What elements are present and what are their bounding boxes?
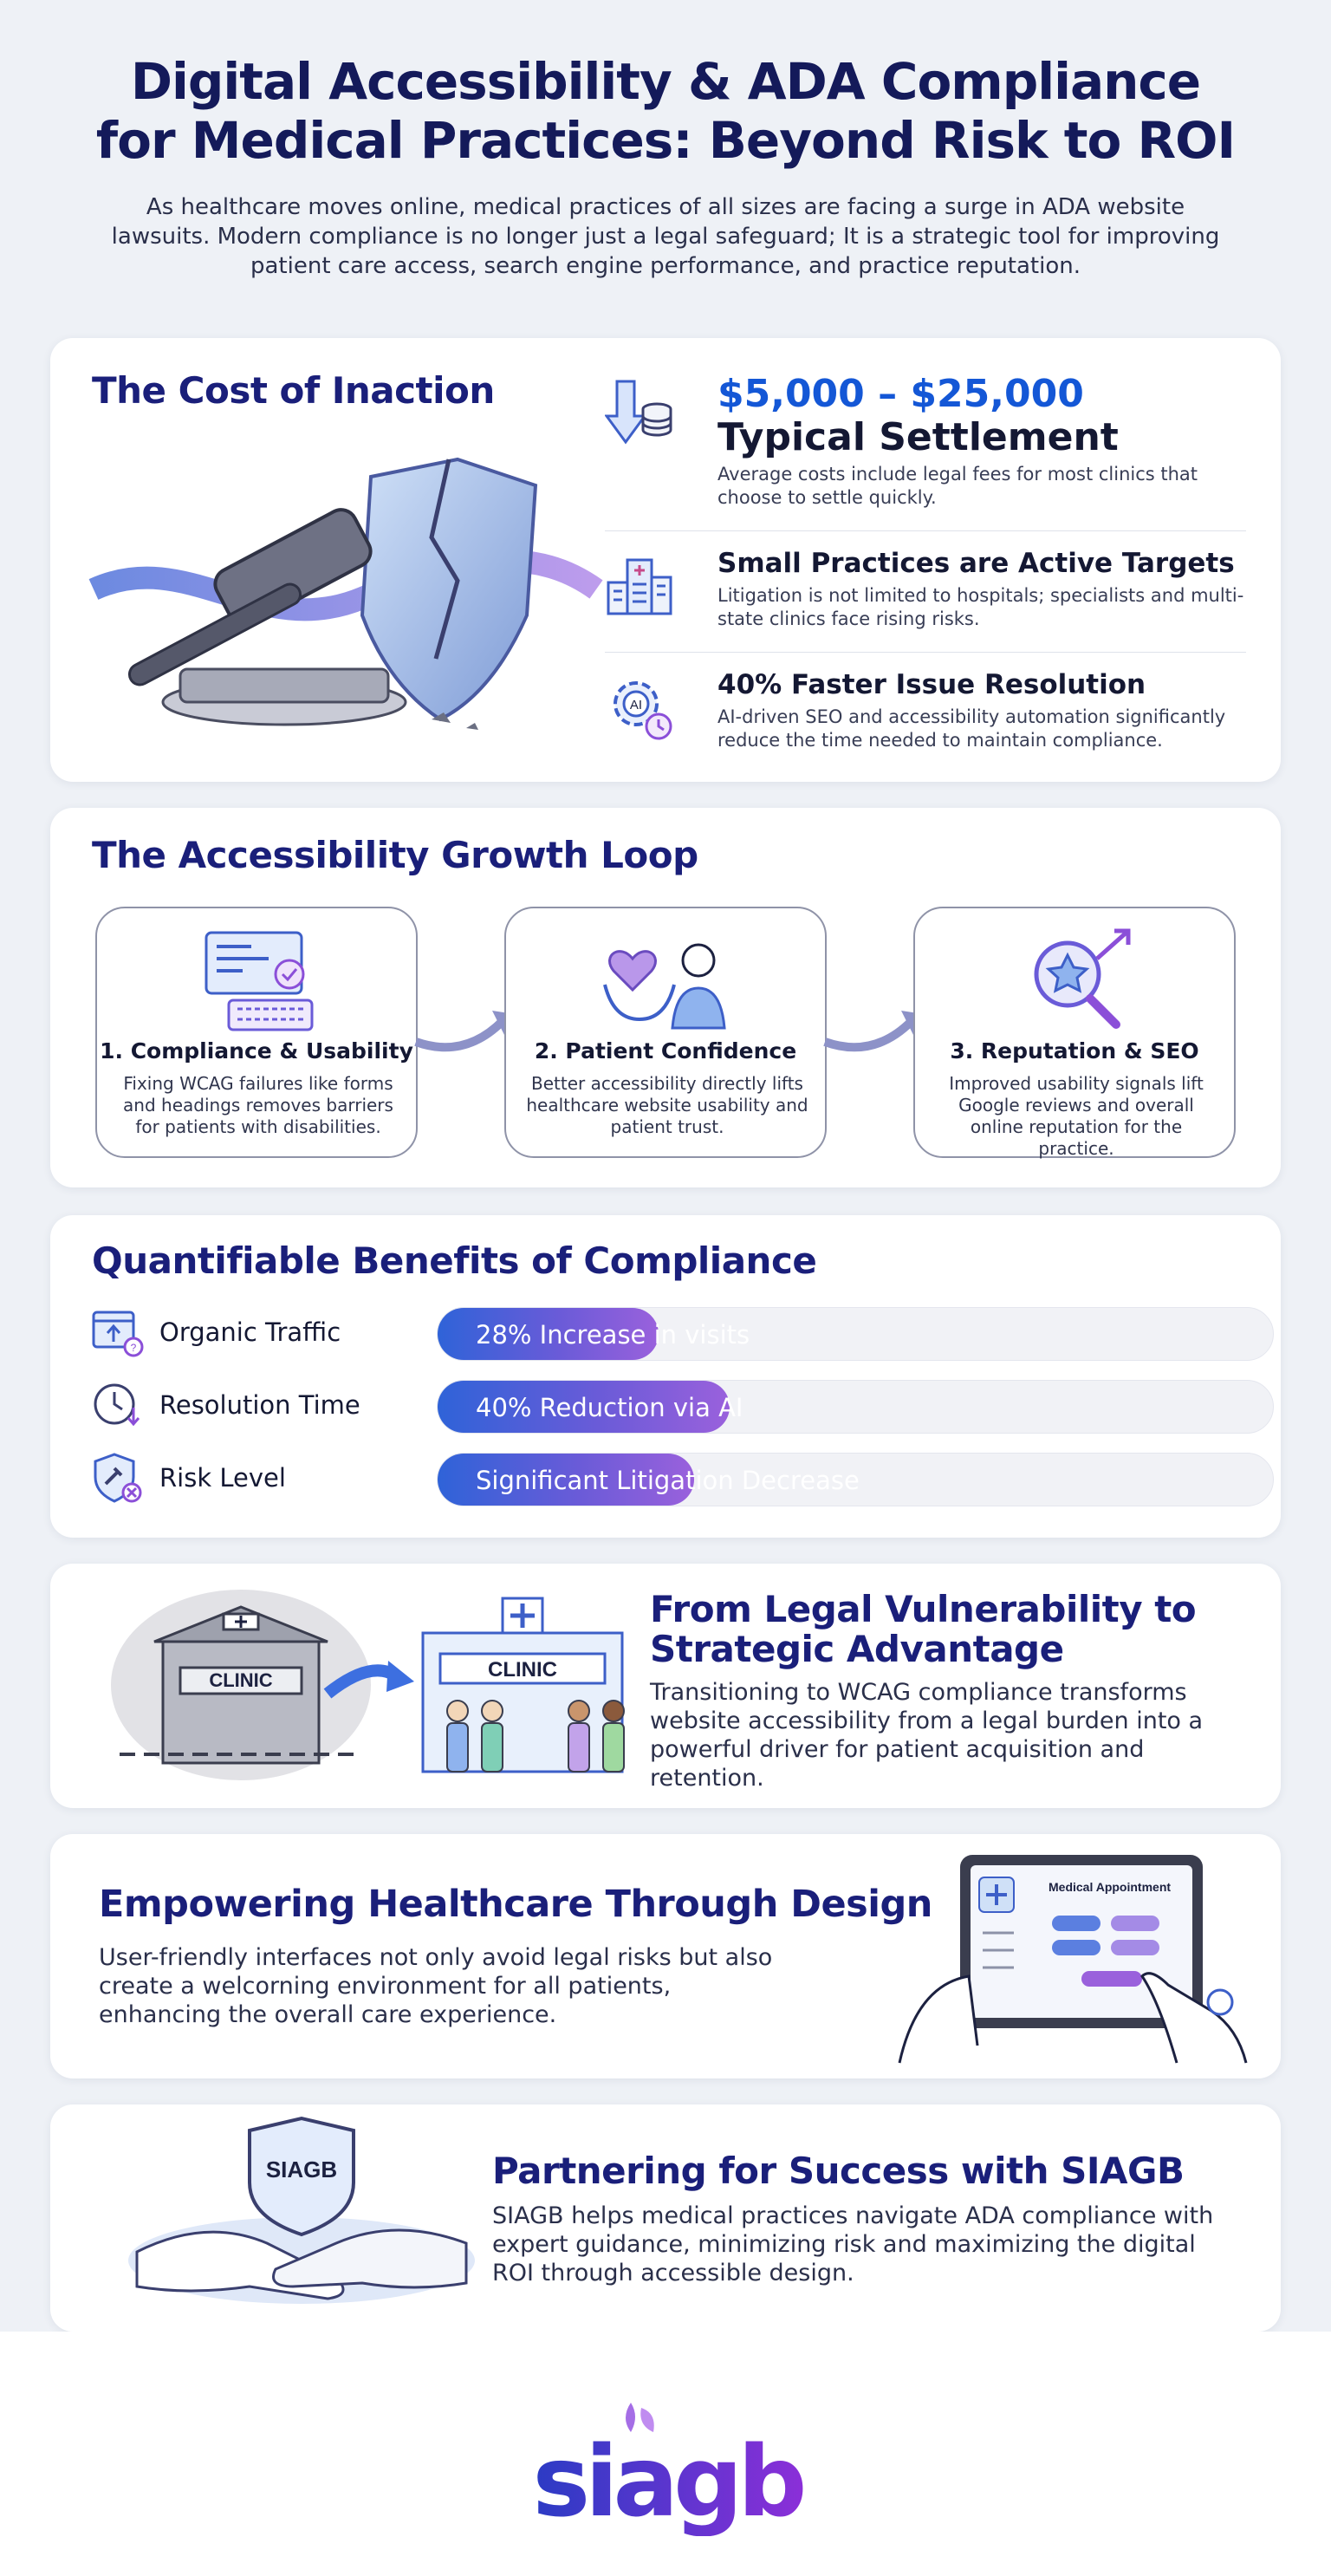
down-arrow-coins-icon [605, 380, 672, 445]
stat-faster-resolution: AI 40% Faster Issue Resolution AI-driven… [605, 667, 1246, 771]
small-practices-heading: Small Practices are Active Targets [717, 548, 1235, 579]
progress-bar: 28% Increase in visits [437, 1307, 1274, 1361]
tablet-appointment-illustration: Medical Appointment [898, 1855, 1248, 2064]
clinic-transformation-illustration: CLINIC CLINIC [111, 1590, 625, 1780]
loop-title: The Accessibility Growth Loop [92, 834, 698, 876]
settlement-desc: Average costs include legal fees for mos… [717, 464, 1198, 508]
design-title: Empowering Healthcare Through Design [99, 1883, 932, 1926]
ai-gear-clock-icon: AI [614, 681, 672, 740]
legal-advantage-card: CLINIC CLINIC From Legal Vulnerability t… [50, 1564, 1281, 1808]
cost-title: The Cost of Inaction [92, 369, 495, 412]
header: Digital Accessibility & ADA Compliance f… [0, 52, 1331, 281]
faster-resolution-desc: AI-driven SEO and accessibility automati… [717, 706, 1226, 751]
loop-step-2: 2. Patient Confidence Better accessibili… [504, 907, 827, 1158]
tablet-heading: Medical Appointment [1049, 1880, 1171, 1894]
stat-settlement: $5,000 – $25,000 Typical Settlement Aver… [605, 373, 1246, 511]
benefit-label: Resolution Time [159, 1390, 360, 1420]
benefits-card: Quantifiable Benefits of Compliance ? Or… [50, 1215, 1281, 1538]
loop-step-desc: Improved usability signals lift Google r… [949, 1073, 1204, 1159]
loop-step-3: 3. Reputation & SEO Improved usability s… [913, 907, 1236, 1159]
intro-text: As healthcare moves online, medical prac… [111, 194, 1220, 279]
title-line-1: Digital Accessibility & ADA Compliance [130, 52, 1201, 111]
legal-desc: Transitioning to WCAG compliance transfo… [650, 1679, 1204, 1792]
loop-step-title: 2. Patient Confidence [534, 1038, 797, 1064]
bar-text: Significant Litigation Decrease [476, 1466, 860, 1495]
divider [605, 652, 1246, 653]
clinic-sign-bright: CLINIC [488, 1658, 557, 1682]
gavel-shield-illustration [88, 457, 603, 730]
cost-of-inaction-card: The Cost of Inaction $5,000 – $25,000 Ty… [50, 338, 1281, 782]
loop-step-title: 3. Reputation & SEO [950, 1038, 1199, 1064]
loop-arrow-icon [823, 1011, 924, 1052]
progress-fill [438, 1454, 694, 1506]
monitor-keyboard-icon [205, 931, 314, 1031]
siagb-logo: siagb [533, 2403, 808, 2536]
benefit-label: Risk Level [159, 1463, 286, 1493]
faster-resolution-heading: 40% Faster Issue Resolution [717, 669, 1146, 700]
progress-bar: Significant Litigation Decrease [437, 1453, 1274, 1506]
browser-arrow-icon: ? [92, 1311, 144, 1357]
handshake-shield-illustration: SIAGB [128, 2116, 475, 2304]
loop-step-title: 1. Compliance & Usability [100, 1038, 413, 1064]
progress-fill [438, 1381, 730, 1433]
progress-bar: 40% Reduction via AI [437, 1380, 1274, 1434]
logo-text: siagb [533, 2426, 804, 2536]
divider [605, 530, 1246, 531]
page-title: Digital Accessibility & ADA Compliance f… [0, 52, 1331, 170]
settlement-value: $5,000 – $25,000 [717, 372, 1084, 416]
loop-step-desc: Better accessibility directly lifts heal… [526, 1073, 808, 1137]
progress-fill [438, 1308, 659, 1360]
heart-hands-doctor-icon [603, 943, 726, 1030]
small-practices-desc: Litigation is not limited to hospitals; … [717, 585, 1244, 629]
bar-text: 40% Reduction via AI [476, 1393, 743, 1422]
hospital-buildings-icon [607, 558, 672, 615]
shield-label: SIAGB [266, 2156, 337, 2182]
clinic-sign-dark: CLINIC [209, 1669, 272, 1691]
partner-desc: SIAGB helps medical practices navigate A… [492, 2202, 1214, 2287]
growth-loop-card: The Accessibility Growth Loop 1. Complia… [50, 808, 1281, 1187]
benefit-resolution-time: Resolution Time 40% Reduction via AI [90, 1376, 1274, 1434]
svg-text:?: ? [131, 1342, 137, 1354]
loop-arrow-icon [414, 1011, 515, 1052]
footer: siagb [0, 2332, 1331, 2576]
benefits-title: Quantifiable Benefits of Compliance [92, 1239, 817, 1282]
partner-title: Partnering for Success with SIAGB [492, 2150, 1185, 2192]
design-desc: User-friendly interfaces not only avoid … [99, 1944, 773, 2028]
settlement-label: Typical Settlement [717, 415, 1119, 459]
bar-text: 28% Increase in visits [476, 1320, 750, 1350]
benefit-risk-level: Risk Level Significant Litigation Decrea… [90, 1449, 1274, 1506]
partner-card: SIAGB Partnering for Success with SIAGB … [50, 2104, 1281, 2332]
magnifier-star-icon [1034, 928, 1131, 1029]
clock-down-icon [94, 1383, 140, 1427]
shield-gavel-icon [94, 1453, 142, 1503]
benefit-label: Organic Traffic [159, 1317, 341, 1347]
stat-small-practices: Small Practices are Active Targets Litig… [605, 546, 1246, 650]
ai-label: AI [630, 698, 642, 712]
benefit-organic-traffic: ? Organic Traffic 28% Increase in visits [90, 1304, 1274, 1361]
loop-step-1: 1. Compliance & Usability Fixing WCAG fa… [95, 907, 418, 1158]
legal-title: From Legal Vulnerability to Strategic Ad… [650, 1588, 1197, 1670]
loop-step-desc: Fixing WCAG failures like forms and head… [123, 1073, 393, 1137]
design-card: Empowering Healthcare Through Design Use… [50, 1834, 1281, 2078]
title-line-2: for Medical Practices: Beyond Risk to RO… [95, 111, 1236, 170]
